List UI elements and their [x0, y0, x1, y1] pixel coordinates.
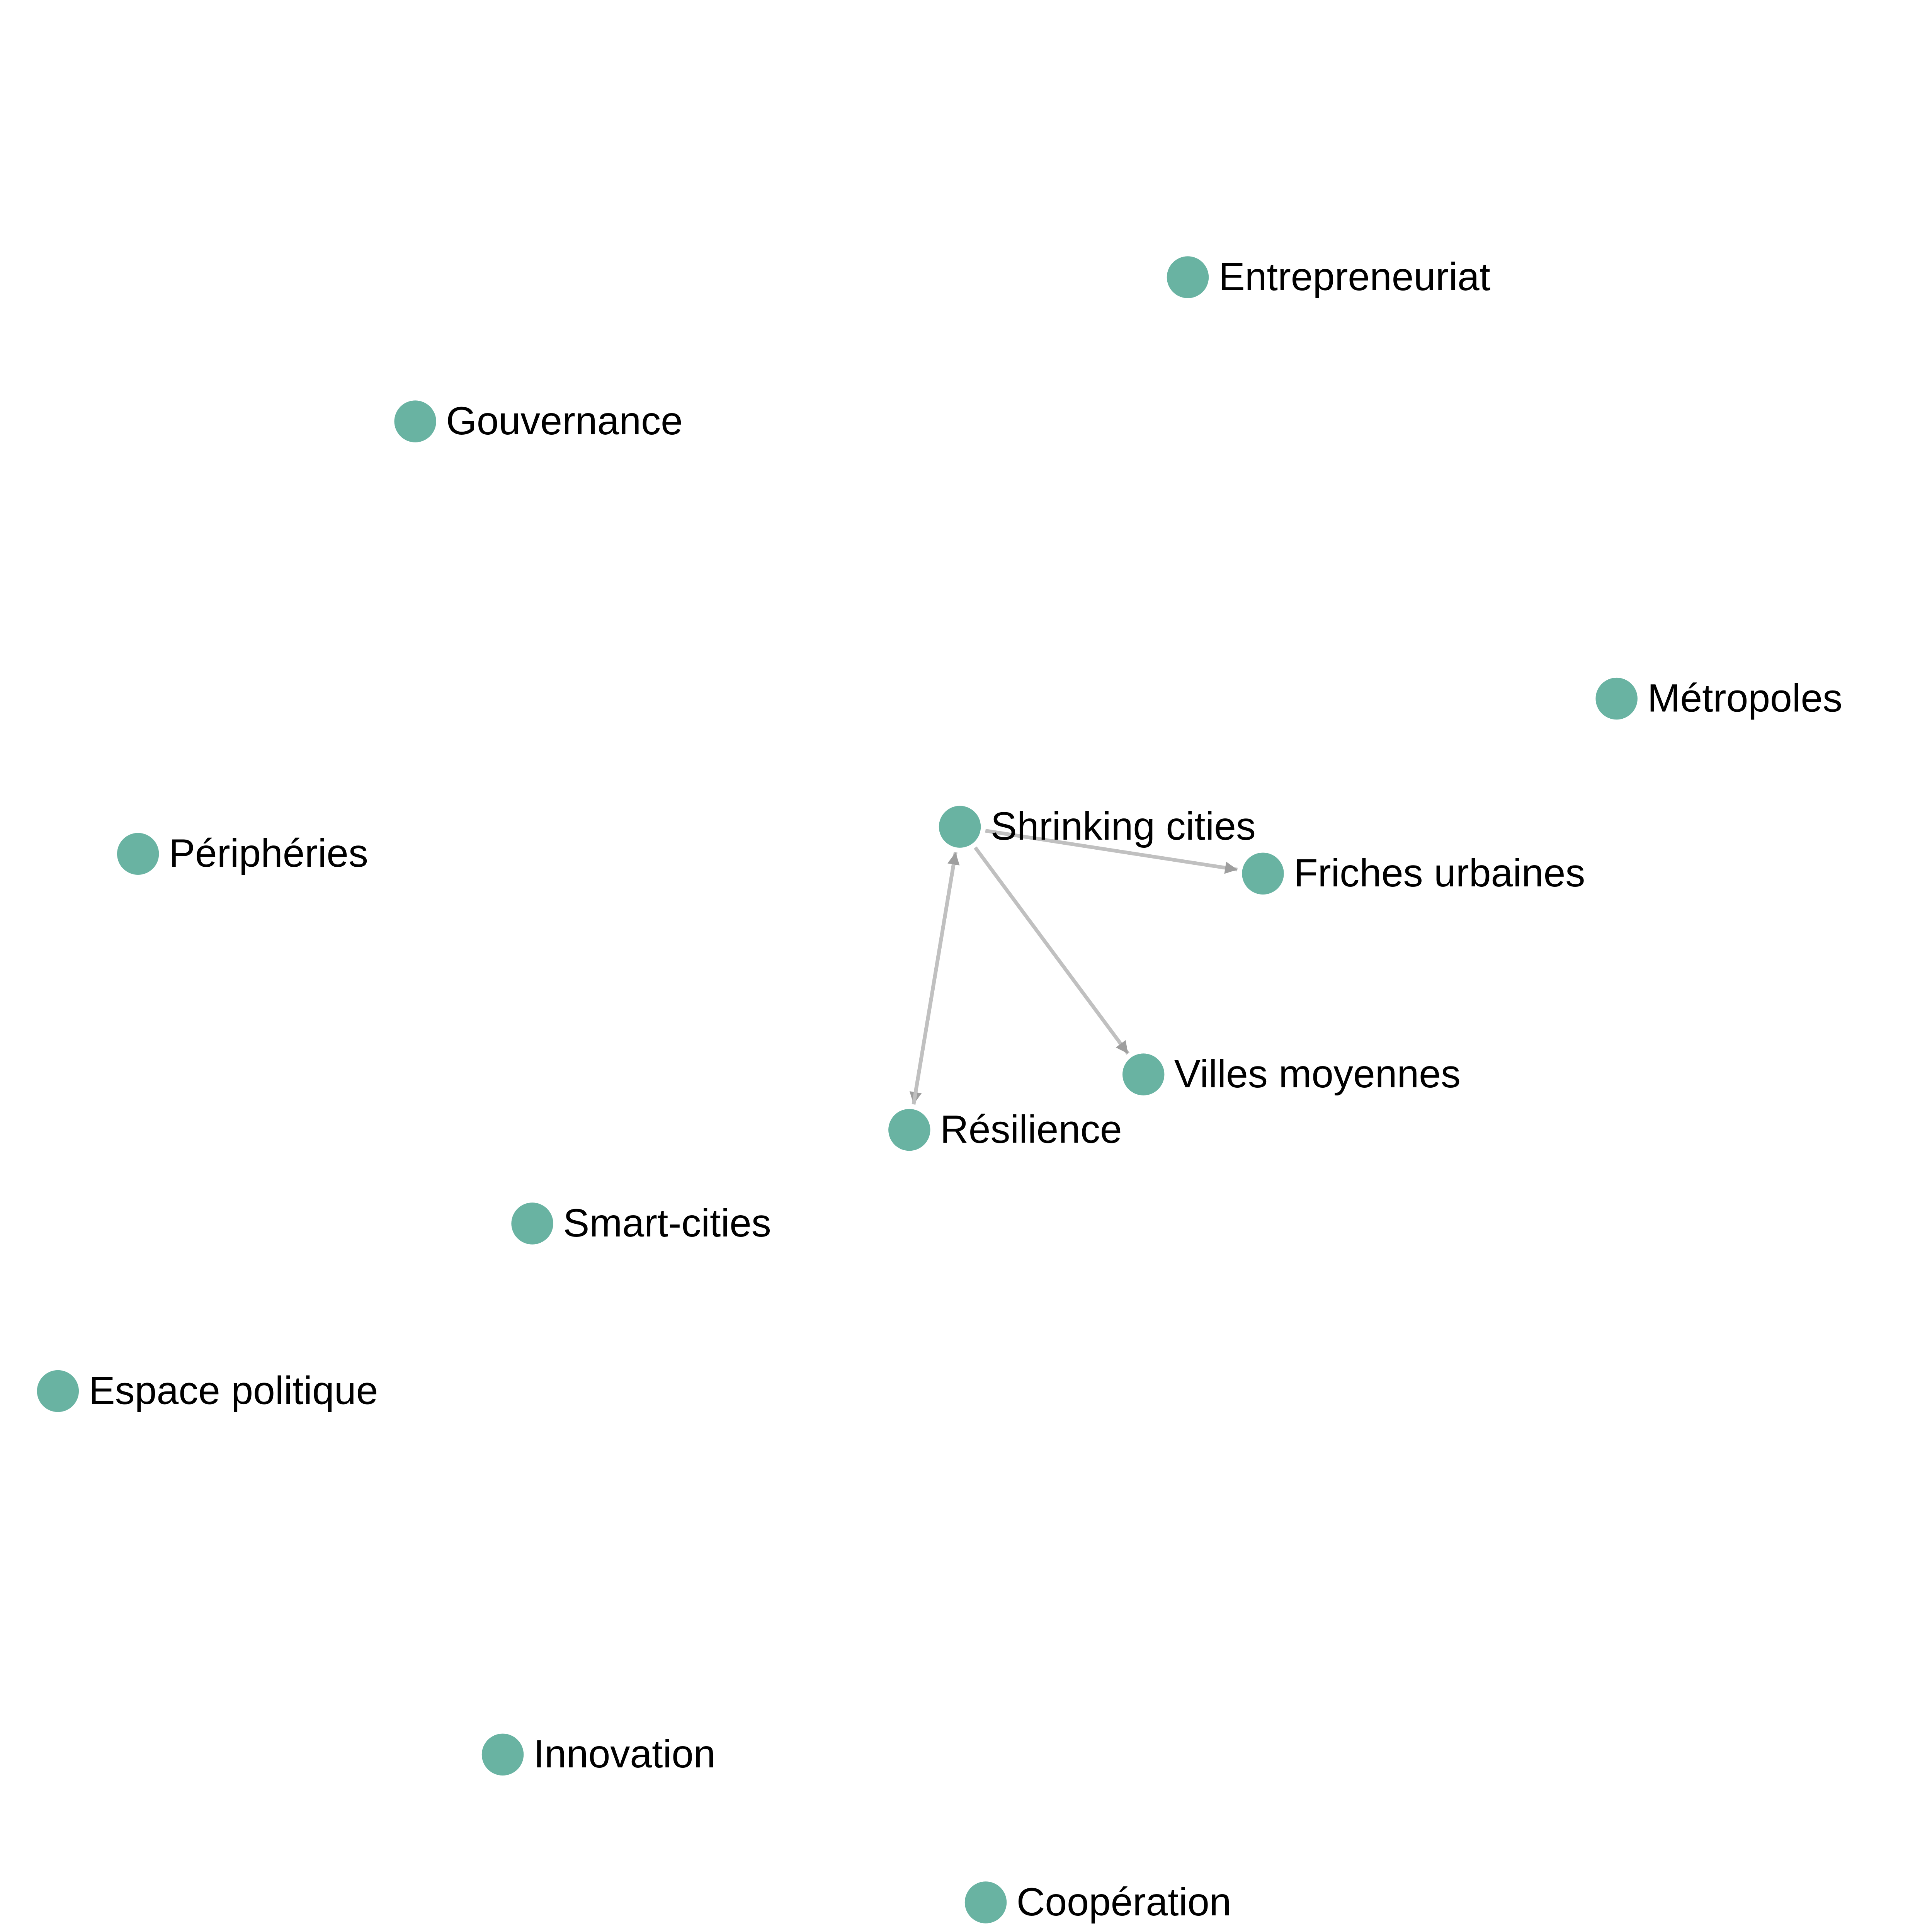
node-label: Périphéries [169, 831, 368, 875]
node-circle[interactable] [1167, 256, 1209, 298]
node-circle[interactable] [939, 806, 981, 848]
node-label: Innovation [534, 1732, 716, 1776]
node-friches[interactable]: Friches urbaines [1242, 851, 1585, 895]
node-circle[interactable] [117, 833, 159, 875]
node-peripheries[interactable]: Périphéries [117, 831, 368, 875]
node-circle[interactable] [481, 1733, 524, 1776]
node-label: Smart-cities [563, 1201, 771, 1245]
node-label: Shrinking cities [991, 804, 1256, 848]
node-label: Friches urbaines [1294, 851, 1585, 895]
node-circle[interactable] [1122, 1053, 1165, 1095]
edge-shrinking-to-villes [974, 846, 1130, 1055]
node-circle[interactable] [1595, 677, 1638, 720]
node-smart[interactable]: Smart-cities [511, 1201, 771, 1245]
node-shrinking[interactable]: Shrinking cities [939, 804, 1256, 848]
node-espace[interactable]: Espace politique [37, 1368, 378, 1412]
node-circle[interactable] [394, 400, 436, 442]
node-metropoles[interactable]: Métropoles [1595, 676, 1842, 720]
node-label: Résilience [940, 1107, 1122, 1151]
node-circle[interactable] [37, 1370, 79, 1412]
node-entrepreneuriat[interactable]: Entrepreneuriat [1167, 255, 1490, 299]
node-circle[interactable] [1242, 852, 1284, 895]
node-label: Gouvernance [446, 399, 683, 443]
edge-shrinking-to-friches [985, 829, 1238, 874]
nodes-layer: EntrepreneuriatGouvernanceMétropolesShri… [37, 255, 1842, 1924]
node-circle[interactable] [511, 1202, 553, 1245]
node-label: Métropoles [1647, 676, 1842, 720]
node-label: Coopération [1017, 1880, 1231, 1924]
edge-resilience-to-shrinking [912, 852, 960, 1105]
node-circle[interactable] [888, 1109, 930, 1151]
node-resilience[interactable]: Résilience [888, 1107, 1122, 1151]
node-circle[interactable] [964, 1881, 1007, 1923]
edges-layer [909, 829, 1238, 1105]
node-label: Villes moyennes [1174, 1052, 1461, 1096]
node-cooperation[interactable]: Coopération [964, 1880, 1231, 1924]
node-gouvernance[interactable]: Gouvernance [394, 399, 683, 443]
node-villes[interactable]: Villes moyennes [1122, 1052, 1461, 1096]
node-label: Espace politique [89, 1368, 378, 1412]
node-label: Entrepreneuriat [1219, 255, 1490, 299]
node-innovation[interactable]: Innovation [481, 1732, 716, 1776]
